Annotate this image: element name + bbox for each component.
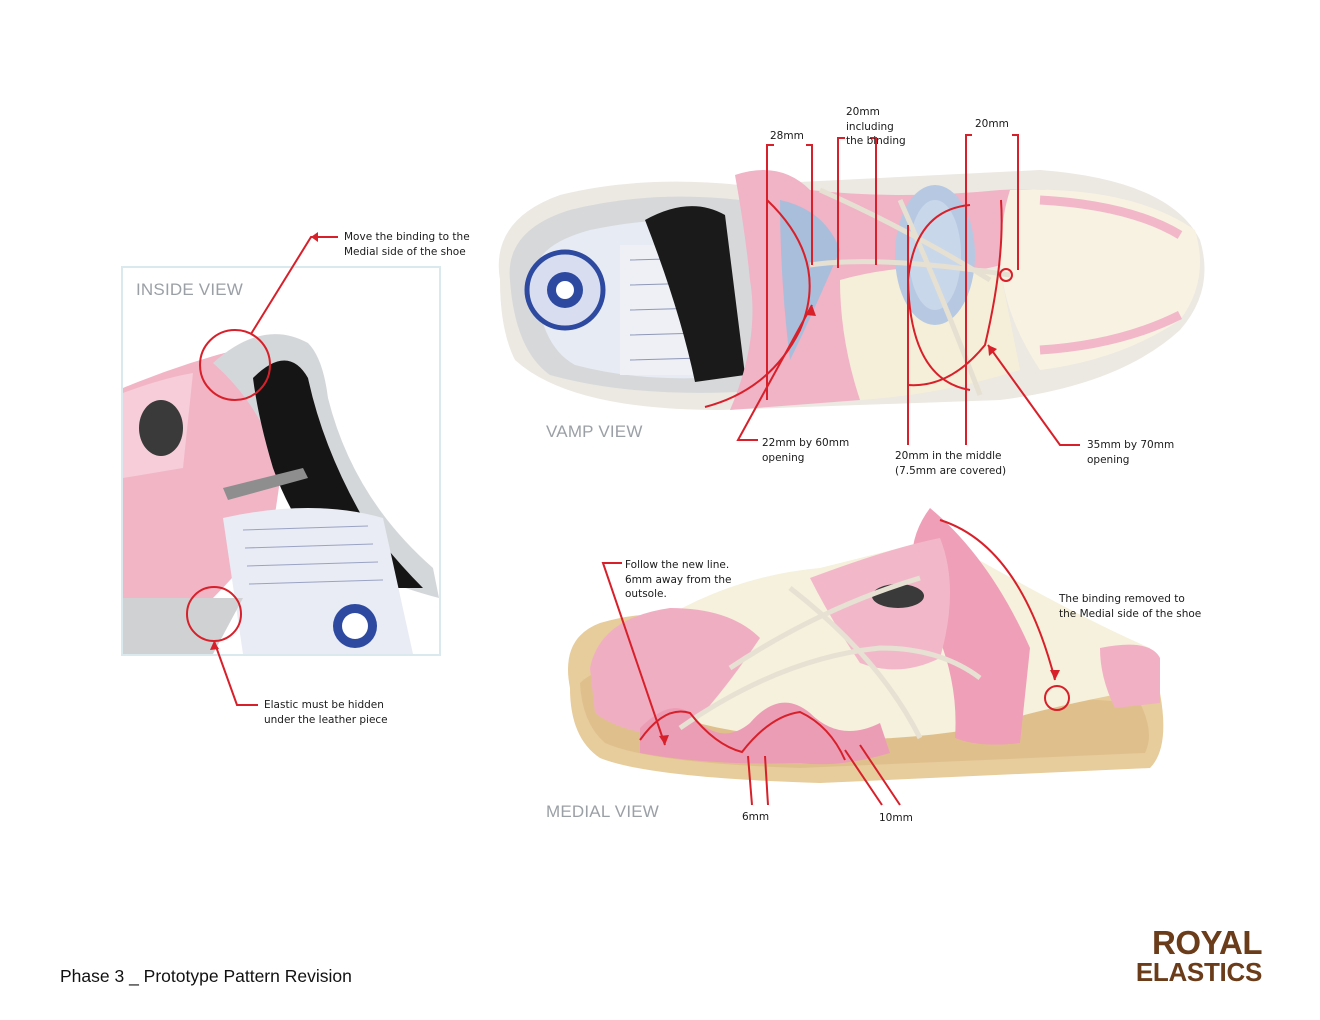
bracket-20mm-top-left: [965, 134, 972, 445]
binding-marker-vamp: [999, 268, 1013, 282]
logo-line-2: ELASTICS: [1135, 957, 1262, 987]
middle-band-outline: [906, 204, 971, 391]
bracket-20mm-binding-left: [837, 137, 845, 268]
dim-20mm-binding-label: 20mm including the binding: [846, 106, 906, 147]
dim-10mm-line-a: [844, 749, 883, 806]
new-line-curve: [639, 710, 846, 761]
bracket-20mm-binding-right: [870, 137, 877, 265]
binding-arrow-arc: [939, 519, 1056, 681]
inside-view-label: INSIDE VIEW: [136, 280, 244, 299]
page-title: Phase 3 _ Prototype Pattern Revision: [60, 966, 352, 986]
note-opening-22x60: 22mm by 60mm opening: [762, 437, 850, 464]
leader-elastic: [213, 640, 258, 706]
inside-view-frame: [121, 266, 441, 656]
note-opening-35x70: 35mm by 70mm opening: [1087, 439, 1175, 466]
opening-22x60-outline: [704, 199, 811, 408]
medial-view-label: MEDIAL VIEW: [546, 802, 660, 821]
leader-follow-line: [601, 562, 666, 746]
dim-20mm-top-label: 20mm: [975, 118, 1009, 130]
inside-view-photo: [123, 268, 439, 654]
dim-6mm-label: 6mm: [742, 811, 770, 823]
dim-6mm-line-a: [747, 755, 753, 806]
royal-elastics-logo: ROYAL ELASTICS: [1132, 924, 1263, 988]
dim-10mm-line-b: [859, 744, 901, 806]
note-elastic-hidden: Elastic must be hidden under the leather…: [264, 699, 388, 726]
note-move-binding: Move the binding to the Medial side of t…: [344, 231, 470, 258]
dim-10mm-label: 10mm: [879, 812, 913, 824]
leader-move-binding: [250, 236, 338, 335]
dim-6mm-line-b: [764, 755, 769, 806]
note-follow-line: Follow the new line. 6mm away from the o…: [625, 559, 732, 600]
bracket-28mm-right: [806, 144, 813, 265]
logo-line-1: ROYAL: [1152, 924, 1262, 961]
bracket-28mm-left: [766, 144, 774, 400]
elastic-circle-inside: [186, 586, 242, 642]
binding-circle-inside: [199, 329, 271, 401]
note-binding-removed: The binding removed to the Medial side o…: [1059, 593, 1202, 620]
note-middle-20mm: 20mm in the middle (7.5mm are covered): [895, 450, 1007, 477]
bracket-20mm-top-right: [1012, 134, 1019, 270]
opening-35x70-outline: [907, 199, 1003, 387]
binding-circle-medial: [1044, 685, 1070, 711]
vamp-view-label: VAMP VIEW: [546, 422, 643, 441]
dim-28mm-label: 28mm: [770, 130, 804, 142]
leader-35x70: [987, 344, 1080, 446]
leader-22x60: [736, 304, 813, 441]
